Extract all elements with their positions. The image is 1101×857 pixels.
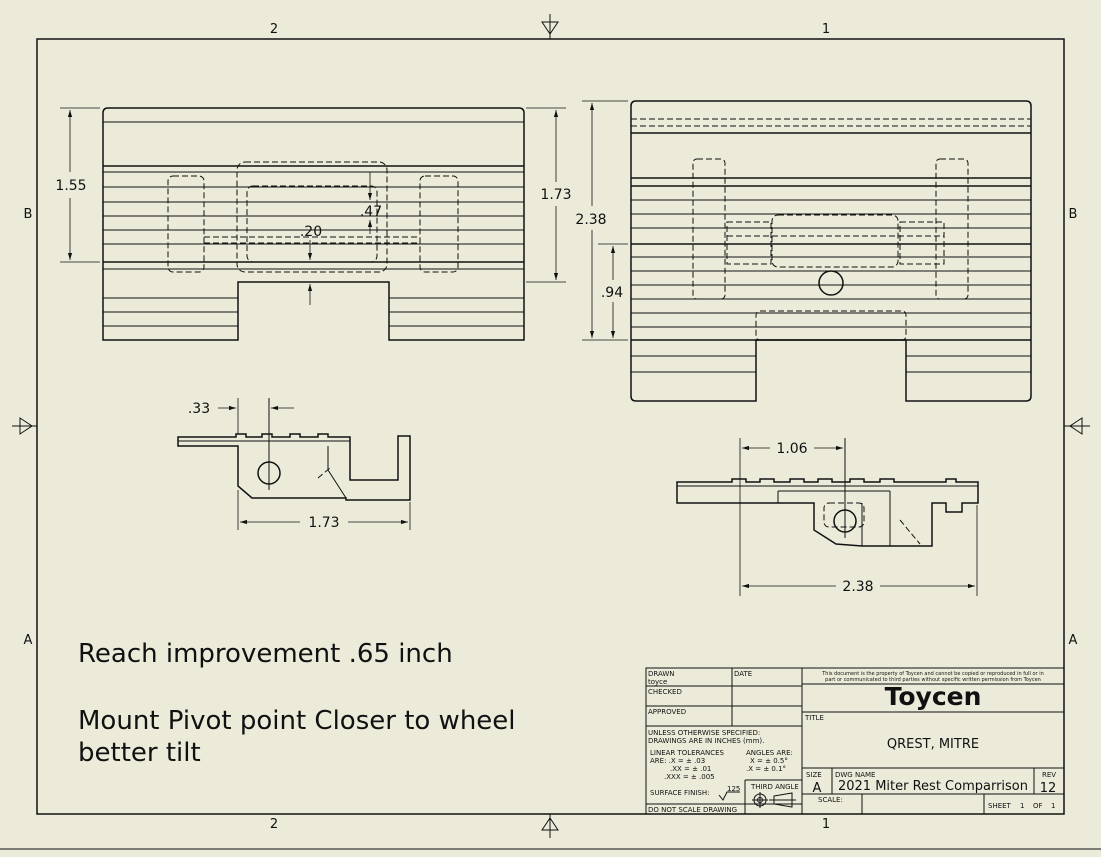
tb-of-label: OF: [1033, 802, 1043, 810]
zone-label-left-a: A: [24, 633, 33, 648]
dim-right-front-total: 2.38: [575, 212, 606, 228]
left-side-view: [177, 398, 411, 501]
dim-left-side-offset: .33: [188, 401, 210, 417]
tb-title: QREST, MITRE: [887, 737, 979, 752]
tb-approved-label: APPROVED: [648, 708, 686, 716]
zone-label-top-1: 1: [822, 22, 830, 37]
tb-linear-label: LINEAR TOLERANCES: [650, 749, 725, 757]
tb-title-label: TITLE: [804, 714, 824, 722]
tb-proprietary-1: This document is the property of Toycen …: [821, 671, 1044, 677]
tb-angles-label: ANGLES ARE:: [746, 749, 793, 757]
tb-size-label: SIZE: [806, 771, 822, 779]
tb-unless-line2: DRAWINGS ARE IN INCHES (mm).: [648, 737, 764, 745]
left-front-dimensions: [60, 107, 566, 305]
tb-angles-1: X = ± 0.5°: [750, 757, 788, 765]
dim-left-front-total: 1.73: [540, 187, 571, 203]
dim-right-side-width: 2.38: [842, 579, 873, 595]
tb-rev-label: REV: [1042, 771, 1056, 779]
right-front-view: [630, 100, 1032, 402]
tb-drawn-by: toyce: [648, 678, 667, 686]
tb-surface-value: 125: [727, 785, 740, 793]
dim-left-front-slot: .20: [300, 224, 322, 240]
left-side-dimensions: [218, 398, 411, 530]
tb-scale-label: SCALE:: [818, 796, 843, 804]
title-block: [645, 667, 1065, 815]
dim-left-side-width: 1.73: [308, 515, 339, 531]
zone-label-bottom-1: 1: [822, 817, 830, 832]
zone-label-right-a: A: [1069, 633, 1078, 648]
tb-drawn-label: DRAWN: [648, 670, 675, 678]
centering-mark-bottom: [541, 814, 559, 838]
tb-date-label: DATE: [734, 670, 752, 678]
right-side-view: [676, 438, 979, 547]
centering-mark-right: [1064, 417, 1090, 435]
zone-label-right-b: B: [1069, 207, 1078, 222]
tb-proprietary-2: part or communicated to third parties wi…: [825, 677, 1041, 683]
tb-sheet-label: SHEET: [988, 802, 1012, 810]
tb-rev: 12: [1040, 781, 1057, 796]
tb-linear-2: .XX = ± .01: [670, 765, 711, 773]
tb-checked-label: CHECKED: [648, 688, 682, 696]
tb-sheet: 1: [1020, 802, 1024, 810]
centering-mark-left: [12, 417, 37, 435]
dim-left-front-inner: .47: [360, 204, 382, 220]
tb-angles-2: .X = ± 0.1°: [746, 765, 786, 773]
tb-of: 1: [1051, 802, 1055, 810]
centering-mark-top: [541, 14, 559, 39]
dim-left-front-height: 1.55: [55, 178, 86, 194]
right-front-dimensions: [582, 100, 628, 341]
tb-third-angle: THIRD ANGLE: [750, 783, 799, 791]
tb-no-scale: DO NOT SCALE DRAWING: [648, 806, 737, 814]
dim-right-front-lower: .94: [601, 285, 623, 301]
tb-unless-line1: UNLESS OTHERWISE SPECIFIED:: [648, 729, 760, 737]
right-side-dimensions: [739, 438, 978, 596]
tb-company: Toycen: [885, 682, 982, 711]
zone-label-bottom-2: 2: [270, 817, 278, 832]
tb-dwg-label: DWG NAME: [835, 771, 875, 779]
tb-dwg-name: 2021 Miter Rest Comparrison: [838, 779, 1028, 794]
left-front-view: [102, 107, 525, 341]
zone-label-left-b: B: [24, 207, 33, 222]
dim-right-side-offset: 1.06: [776, 441, 807, 457]
tb-linear-3: .XXX = ± .005: [664, 773, 715, 781]
note-pivot: Mount Pivot point Closer to wheel better…: [78, 706, 516, 768]
zone-label-top-2: 2: [270, 22, 278, 37]
note-reach: Reach improvement .65 inch: [78, 639, 453, 669]
tb-surface-finish: SURFACE FINISH:: [650, 789, 709, 797]
tb-linear-1: ARE: .X = ± .03: [650, 757, 705, 765]
tb-size: A: [813, 781, 822, 796]
